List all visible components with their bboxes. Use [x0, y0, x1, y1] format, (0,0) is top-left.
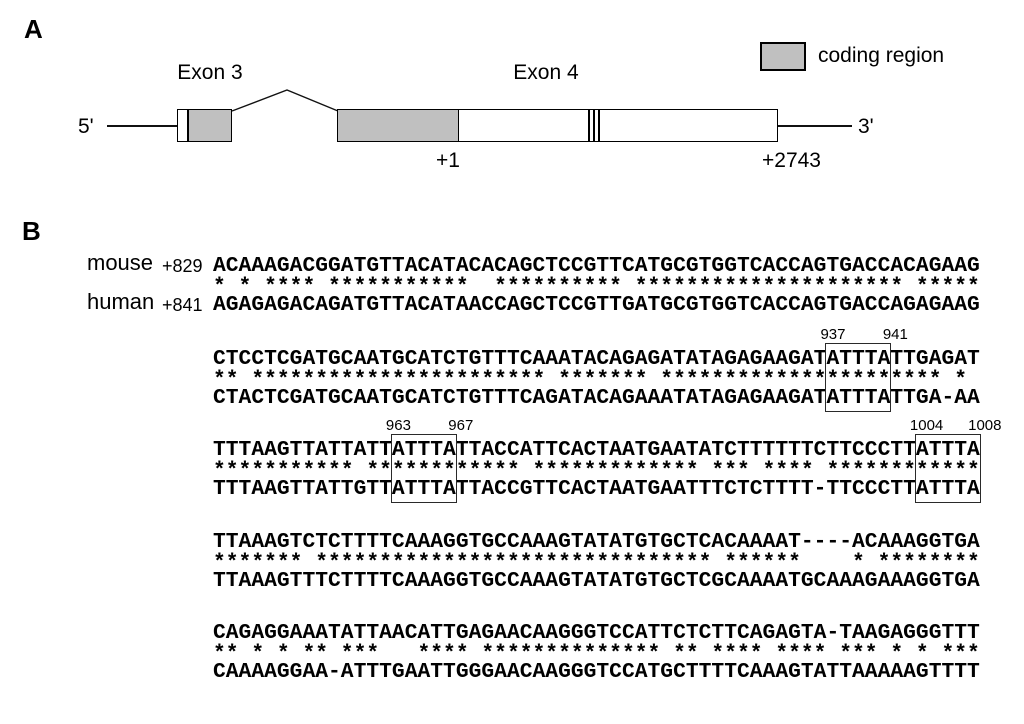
motif-start-position-label: 1004 — [909, 417, 944, 434]
mouse-sequence-line: TTAAAGTCTCTTTTCAAAGGTGCCAAAGTATATGTGCTCA… — [213, 530, 980, 554]
au-motif-tick — [598, 110, 600, 141]
match-line: ** *********************** ******* *****… — [213, 368, 980, 393]
alignment-block: CAGAGGAAATATTAACATTGAGAACAAGGGTCCATTCTCT… — [213, 621, 993, 684]
exon4-coding-region — [338, 110, 459, 141]
motif-start-position-label: 937 — [820, 326, 846, 343]
panel-a-label: A — [24, 14, 43, 44]
match-line: * * **** *********** ********** ********… — [213, 275, 980, 300]
end-coordinate-label: +2743 — [762, 149, 821, 172]
exon4-label: Exon 4 — [513, 61, 579, 84]
au-motif-tick — [593, 110, 595, 141]
three-prime-label: 3' — [858, 115, 874, 138]
motif-end-position-label: 967 — [448, 417, 474, 434]
motif-end-position-label: 1008 — [968, 417, 1002, 434]
au-motif-tick — [588, 110, 590, 141]
legend-coding-swatch — [760, 42, 806, 71]
human-sequence-line: CAAAAGGAA-ATTTGAATTGGGAACAAGGGTCCATGCTTT… — [213, 659, 980, 684]
intron-line — [231, 89, 339, 112]
match-line: ** * * ** *** **** ************** ** ***… — [213, 642, 980, 667]
motif-start-position-label: 963 — [385, 417, 411, 434]
three-prime-line — [778, 125, 852, 127]
five-prime-label: 5' — [78, 115, 94, 138]
exon3-coding-region — [187, 110, 231, 141]
match-line: ******* ******************************* … — [213, 551, 980, 576]
alignment-block: CTCCTCGATGCAATGCATCTGTTTCAAATACAGAGATATA… — [213, 347, 993, 410]
legend-label: coding region — [818, 44, 945, 67]
exon3-label: Exon 3 — [177, 61, 243, 84]
alignment-block: TTAAAGTCTCTTTTCAAAGGTGCCAAAGTATATGTGCTCA… — [213, 530, 993, 593]
au-motif-box — [390, 434, 457, 503]
plus-one-label: +1 — [436, 149, 460, 172]
mouse-sequence-line: ACAAAGACGGATGTTACATACACAGCTCCGTTCATGCGTG… — [213, 254, 980, 278]
exon3-utr-segment — [178, 110, 187, 141]
exon3-box — [177, 109, 232, 142]
motif-end-position-label: 941 — [882, 326, 908, 343]
human-sequence-line: CTACTCGATGCAATGCATCTGTTTCAGATACAGAAATATA… — [213, 385, 980, 410]
human-row-label: human — [87, 289, 155, 314]
human-sequence-line: TTAAAGTTTCTTTTCAAAGGTGCCAAAGTATATGTGCTCG… — [213, 568, 980, 593]
exon4-box — [337, 109, 778, 142]
mouse-start-coordinate: +829 — [162, 256, 203, 276]
alignment-block: ACAAAGACGGATGTTACATACACAGCTCCGTTCATGCGTG… — [213, 254, 993, 317]
mouse-row-label: mouse — [87, 250, 154, 275]
panel-b-label: B — [22, 216, 41, 246]
match-line: *********** ************ ************* *… — [213, 459, 980, 484]
human-sequence-line: AGAGAGACAGATGTTACATAACCAGCTCCGTTGATGCGTG… — [213, 292, 980, 317]
alignment-block: TTTAAGTTATTATTATTTATTACCATTCACTAATGAATAT… — [213, 438, 993, 501]
mouse-sequence-line: CAGAGGAAATATTAACATTGAGAACAAGGGTCCATTCTCT… — [213, 621, 980, 645]
human-start-coordinate: +841 — [162, 295, 203, 315]
human-sequence-line: TTTAAGTTATTGTTATTTATTACCGTTCACTAATGAATTT… — [213, 476, 980, 501]
au-motif-box — [914, 434, 981, 503]
five-prime-line — [107, 125, 177, 127]
au-motif-box — [825, 343, 892, 412]
mouse-sequence-line: TTTAAGTTATTATTATTTATTACCATTCACTAATGAATAT… — [213, 438, 980, 462]
mouse-sequence-line: CTCCTCGATGCAATGCATCTGTTTCAAATACAGAGATATA… — [213, 347, 980, 371]
